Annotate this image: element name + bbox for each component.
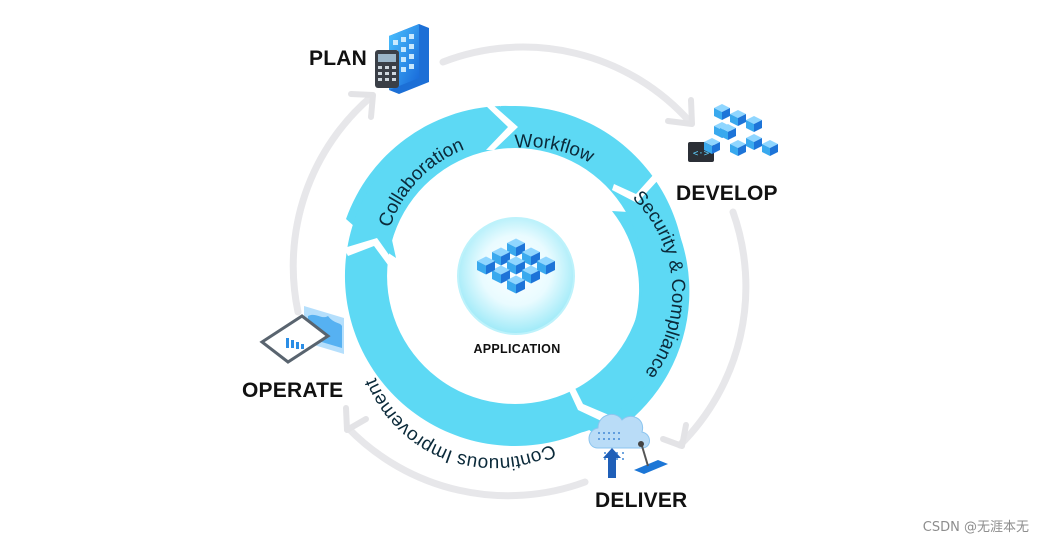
application-cubes-icon — [477, 238, 555, 294]
center-cube — [507, 275, 525, 294]
arrowhead-plan — [348, 91, 376, 120]
notch-improvement — [566, 382, 616, 426]
notch-workflow — [484, 104, 518, 150]
notch-collaboration — [344, 238, 394, 265]
develop-cube — [730, 140, 746, 156]
outer-arc-plan-develop — [439, 43, 694, 126]
cloud-deploy-icon — [588, 413, 668, 478]
develop-cube — [704, 138, 720, 154]
develop-cube — [730, 110, 746, 126]
outer-cycle — [289, 43, 750, 500]
outer-arrowheads — [343, 91, 695, 449]
ring-arrow-notches — [344, 104, 660, 426]
svg-text:<·>: <·> — [693, 149, 710, 159]
arrowhead-develop — [665, 97, 695, 127]
dashboard-monitor-icon — [259, 306, 344, 364]
arrowhead-deliver — [660, 422, 689, 449]
code-cubes-icon: <·> — [688, 104, 778, 162]
notch-security — [612, 174, 660, 203]
phase-label-develop: DEVELOP — [676, 182, 778, 205]
outer-arc-deliver-operate — [344, 424, 589, 500]
develop-cube — [746, 116, 762, 132]
center-cube — [477, 256, 495, 275]
calculator-building-icon — [375, 24, 429, 94]
develop-cube — [762, 140, 778, 156]
phase-label-deliver: DELIVER — [595, 489, 688, 512]
outer-arc-develop-deliver — [676, 208, 750, 449]
center-cube — [537, 256, 555, 275]
watermark: CSDN @无涯本无 — [922, 520, 1029, 535]
application-label: APPLICATION — [473, 342, 561, 356]
phase-label-operate: OPERATE — [242, 379, 344, 402]
develop-cube — [720, 124, 736, 140]
application-center — [457, 217, 575, 335]
develop-cube — [714, 104, 730, 120]
develop-cube — [746, 134, 762, 150]
phase-label-plan: PLAN — [309, 47, 367, 70]
outer-arc-operate-plan — [289, 92, 376, 316]
center-cube — [492, 265, 510, 284]
arrowhead-operate — [343, 405, 369, 433]
